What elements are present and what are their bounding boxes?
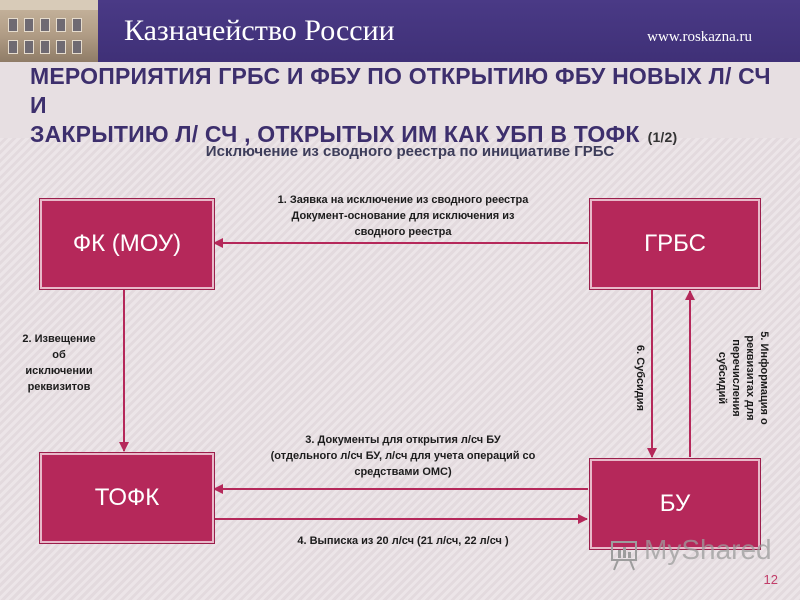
watermark: MyShared — [644, 534, 772, 565]
title-part: (1/2) — [647, 129, 678, 145]
box-bu: БУ — [590, 459, 760, 549]
box-fk-mou: ФК (МОУ) — [40, 199, 214, 289]
label-step-4: 4. Выписка из 20 л/сч (21 л/сч, 22 л/сч … — [297, 535, 509, 547]
box-tofk: ТОФК — [40, 453, 214, 543]
label-step-6: 6. Субсидия — [634, 345, 646, 411]
diagram-subtitle: Исключение из сводного реестра по инициа… — [205, 143, 615, 160]
site-url[interactable]: www.roskazna.ru — [647, 29, 752, 45]
watermark-icon — [611, 541, 637, 571]
title-line-1: МЕРОПРИЯТИЯ ГРБС И ФБУ ПО ОТКРЫТИЮ ФБУ Н… — [30, 63, 771, 118]
title-line-2: ЗАКРЫТИЮ Л/ СЧ , ОТКРЫТЫХ ИМ КАК УБП В Т… — [30, 121, 640, 147]
label-step-2: 2. Извещение об исключении реквизитов — [22, 333, 96, 393]
slide-title: МЕРОПРИЯТИЯ ГРБС И ФБУ ПО ОТКРЫТИЮ ФБУ Н… — [30, 62, 790, 152]
label-step-5: 5. Информация о реквизитах для перечисле… — [716, 331, 770, 425]
brand-name: Казначейство России — [124, 14, 395, 47]
box-grbs: ГРБС — [590, 199, 760, 289]
label-step-1: 1. Заявка на исключение из сводного реес… — [277, 194, 529, 238]
label-step-3: 3. Документы для открытия л/сч БУ (отдел… — [270, 434, 536, 478]
page-number: 12 — [763, 572, 778, 587]
header-bar: Казначейство России www.roskazna.ru — [0, 0, 800, 62]
building-logo — [0, 0, 98, 62]
